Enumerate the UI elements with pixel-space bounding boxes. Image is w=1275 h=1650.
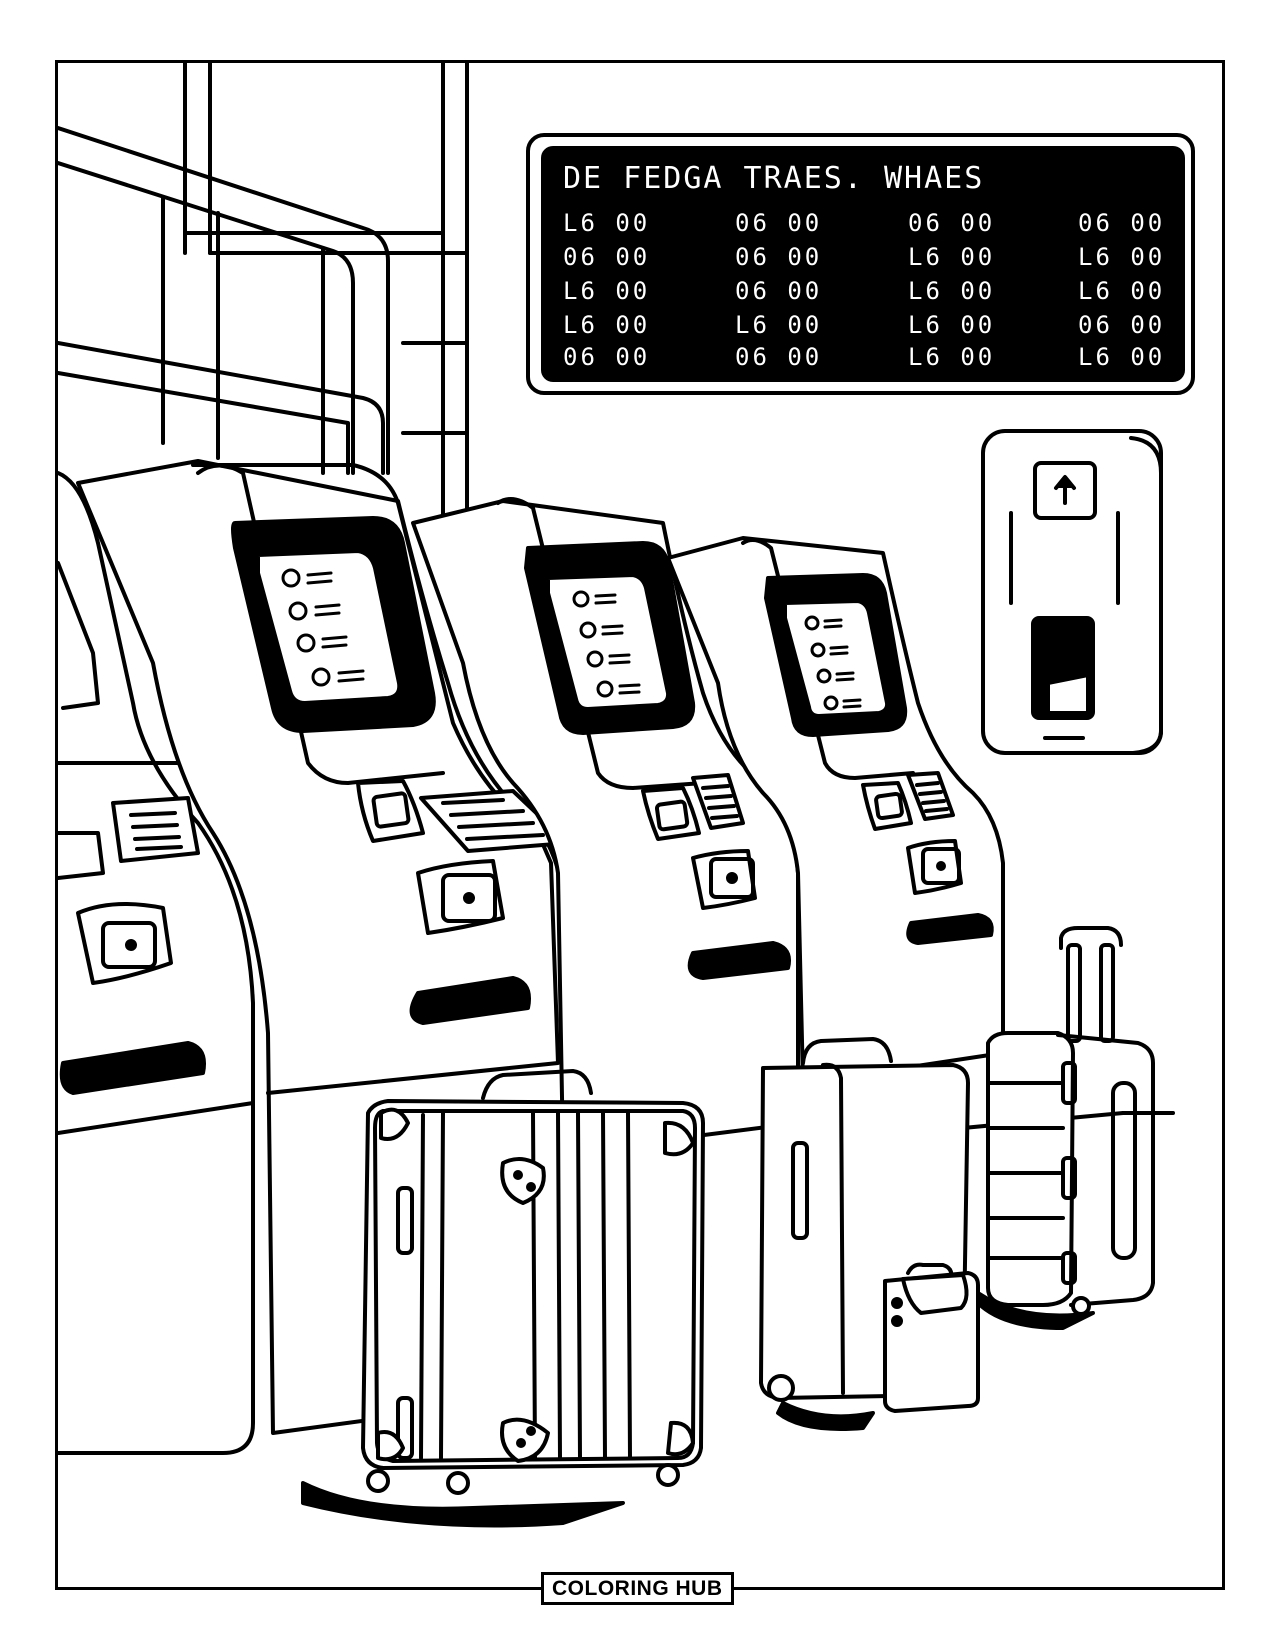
board-cell: L6 00 [563, 209, 650, 237]
airport-kiosk-scene [58, 63, 1195, 1528]
board-cell: 06 00 [908, 209, 995, 237]
kiosk-2-screen[interactable] [546, 573, 671, 711]
kiosk-1-keypad[interactable] [416, 859, 505, 935]
up-arrow-icon [1054, 475, 1076, 505]
wall-ticket-dispenser[interactable] [981, 429, 1163, 755]
board-header: DE FEDGA TRAES. WHAES [563, 161, 984, 196]
kiosk-1-screen[interactable] [256, 549, 402, 705]
board-cell: 06 00 [563, 243, 650, 271]
kiosk-partial-left [58, 471, 255, 1455]
board-cell: 06 00 [563, 343, 650, 371]
checklist-icon [572, 590, 641, 698]
board-cell: L6 00 [908, 243, 995, 271]
board-cell: L6 00 [735, 311, 822, 339]
board-cell: L6 00 [563, 311, 650, 339]
board-cell: 06 00 [735, 243, 822, 271]
brand-badge: COLORING HUB [541, 1572, 734, 1605]
kiosk-3[interactable] [666, 536, 1005, 1085]
small-bag[interactable] [883, 1262, 980, 1413]
kiosk-2[interactable] [411, 497, 800, 1155]
board-cell: L6 00 [1078, 343, 1165, 371]
board-cell: L6 00 [908, 277, 995, 305]
board-cell: L6 00 [563, 277, 650, 305]
board-cell: L6 00 [908, 343, 995, 371]
kiosk-3-ticket-slot[interactable] [906, 913, 994, 945]
right-suitcase[interactable] [976, 926, 1155, 1330]
large-suitcase[interactable] [301, 1069, 705, 1528]
board-text-layer: DE FEDGA TRAES. WHAES L6 00 06 00 L6 00 … [563, 161, 1165, 371]
departure-board [526, 133, 1195, 395]
railing [58, 126, 390, 475]
board-cell: L6 00 [1078, 243, 1165, 271]
checklist-icon [804, 615, 862, 711]
checklist-icon [281, 568, 365, 687]
page-frame: DE FEDGA TRAES. WHAES L6 00 06 00 L6 00 … [55, 60, 1225, 1590]
board-cell: L6 00 [908, 311, 995, 339]
board-cell: 06 00 [735, 209, 822, 237]
kiosk-2-keypad[interactable] [691, 849, 757, 910]
board-cell: 06 00 [735, 343, 822, 371]
kiosk-1-ticket-slot[interactable] [409, 976, 531, 1025]
board-cell: 06 00 [1078, 311, 1165, 339]
board-cell: 06 00 [1078, 209, 1165, 237]
board-cell: 06 00 [735, 277, 822, 305]
kiosk-2-ticket-slot[interactable] [687, 941, 791, 980]
board-cell: L6 00 [1078, 277, 1165, 305]
